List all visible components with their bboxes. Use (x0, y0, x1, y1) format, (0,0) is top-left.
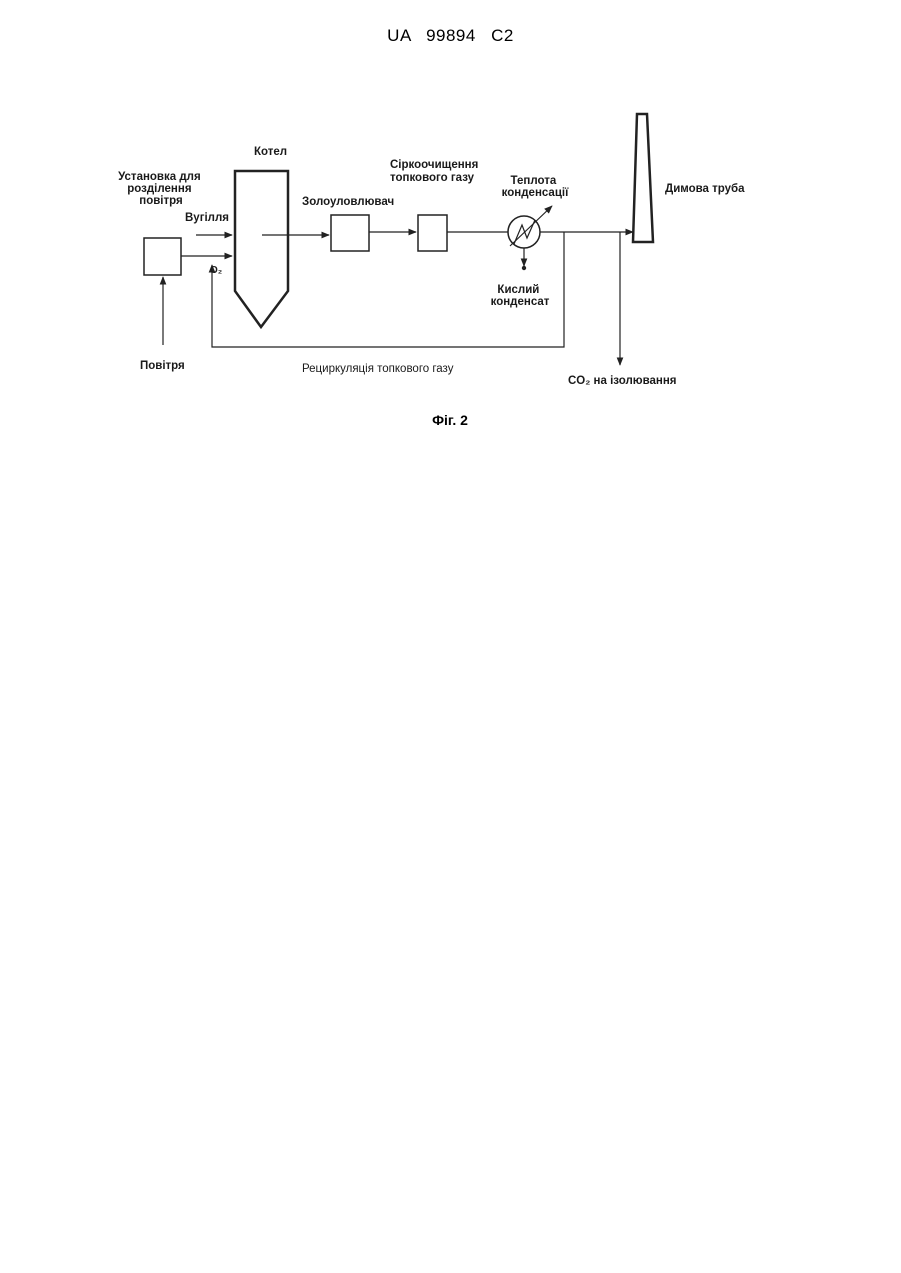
stack-shape (633, 114, 653, 242)
condensate-drop (522, 266, 526, 270)
ash-collector-box (331, 215, 369, 251)
boiler-shape (235, 171, 288, 327)
label-condensation-heat: Теплота конденсації (502, 175, 569, 199)
label-boiler: Котел (254, 146, 287, 158)
label-coal: Вугілля (185, 212, 229, 224)
label-desulfurization: Сіркоочищення топкового газу (390, 159, 482, 184)
label-stack: Димова труба (665, 183, 745, 195)
label-co2: CO₂ на ізолювання (568, 375, 677, 387)
label-acid-condensate: Кислий конденсат (491, 284, 550, 308)
label-air-separation: Установка для розділення повітря (118, 171, 204, 207)
label-o2: O₂ (210, 265, 222, 276)
process-flow-diagram: Установка для розділення повітря Вугілля… (0, 0, 901, 450)
air-separation-unit (144, 238, 181, 275)
label-recirculation: Рециркуляція топкового газу (302, 363, 454, 375)
desulfurization-box (418, 215, 447, 251)
label-air: Повітря (140, 360, 185, 372)
figure-caption: Фіг. 2 (432, 412, 468, 428)
label-ash-collector: Золоуловлювач (302, 196, 394, 208)
